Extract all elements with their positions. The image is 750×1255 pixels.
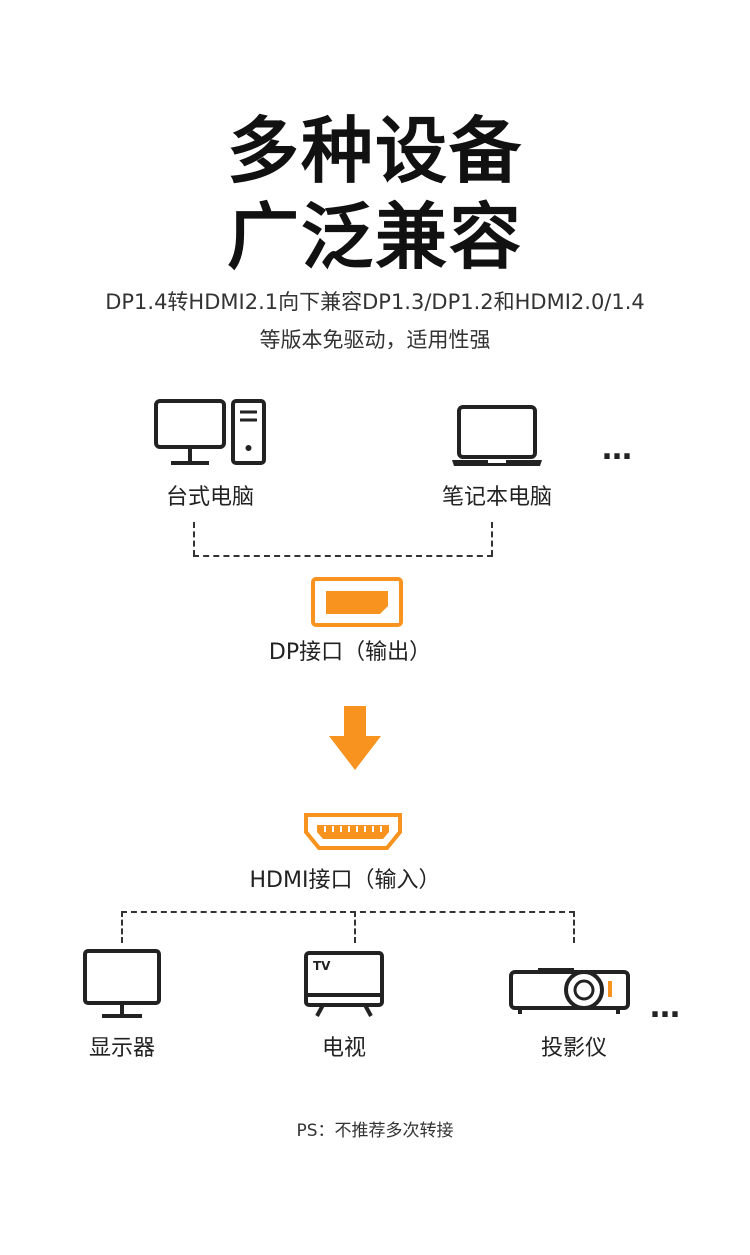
displayport-icon — [310, 576, 406, 628]
projector-icon — [508, 966, 632, 1018]
heading-line-2: 广泛兼容 — [226, 195, 523, 279]
tv-icon-text: TV — [313, 959, 331, 973]
more-sources-ellipsis: … — [602, 432, 634, 467]
connector-laptop — [491, 522, 493, 556]
laptop-label: 笔记本电脑 — [441, 485, 552, 510]
desktop-computer-icon — [153, 398, 268, 468]
tv-icon — [303, 950, 385, 1020]
more-outputs-ellipsis: … — [650, 990, 682, 1025]
hdmi-port-icon — [303, 812, 403, 852]
connector-projector — [573, 911, 575, 943]
connector-outputs-join — [121, 911, 575, 913]
projector-label: 投影仪 — [540, 1036, 607, 1061]
arrow-down-icon — [329, 706, 381, 772]
footnote: PS：不推荐多次转接 — [296, 1121, 454, 1141]
hdmi-port-label: HDMI接口（输入） — [249, 868, 441, 893]
desktop-label: 台式电脑 — [165, 485, 254, 510]
laptop-icon — [450, 404, 544, 468]
connector-sources-join — [193, 555, 493, 557]
monitor-label: 显示器 — [88, 1036, 155, 1061]
connector-tv — [354, 911, 356, 943]
description-line-2: 等版本免驱动，适用性强 — [259, 328, 491, 352]
description-line-1: DP1.4转HDMI2.1向下兼容DP1.3/DP1.2和HDMI2.0/1.4 — [105, 290, 645, 314]
dp-port-label: DP接口（输出） — [268, 640, 432, 665]
monitor-icon — [82, 948, 162, 1020]
connector-monitor — [121, 911, 123, 943]
tv-label: 电视 — [321, 1036, 366, 1061]
connector-desktop — [193, 522, 195, 556]
heading-line-1: 多种设备 — [226, 109, 523, 193]
